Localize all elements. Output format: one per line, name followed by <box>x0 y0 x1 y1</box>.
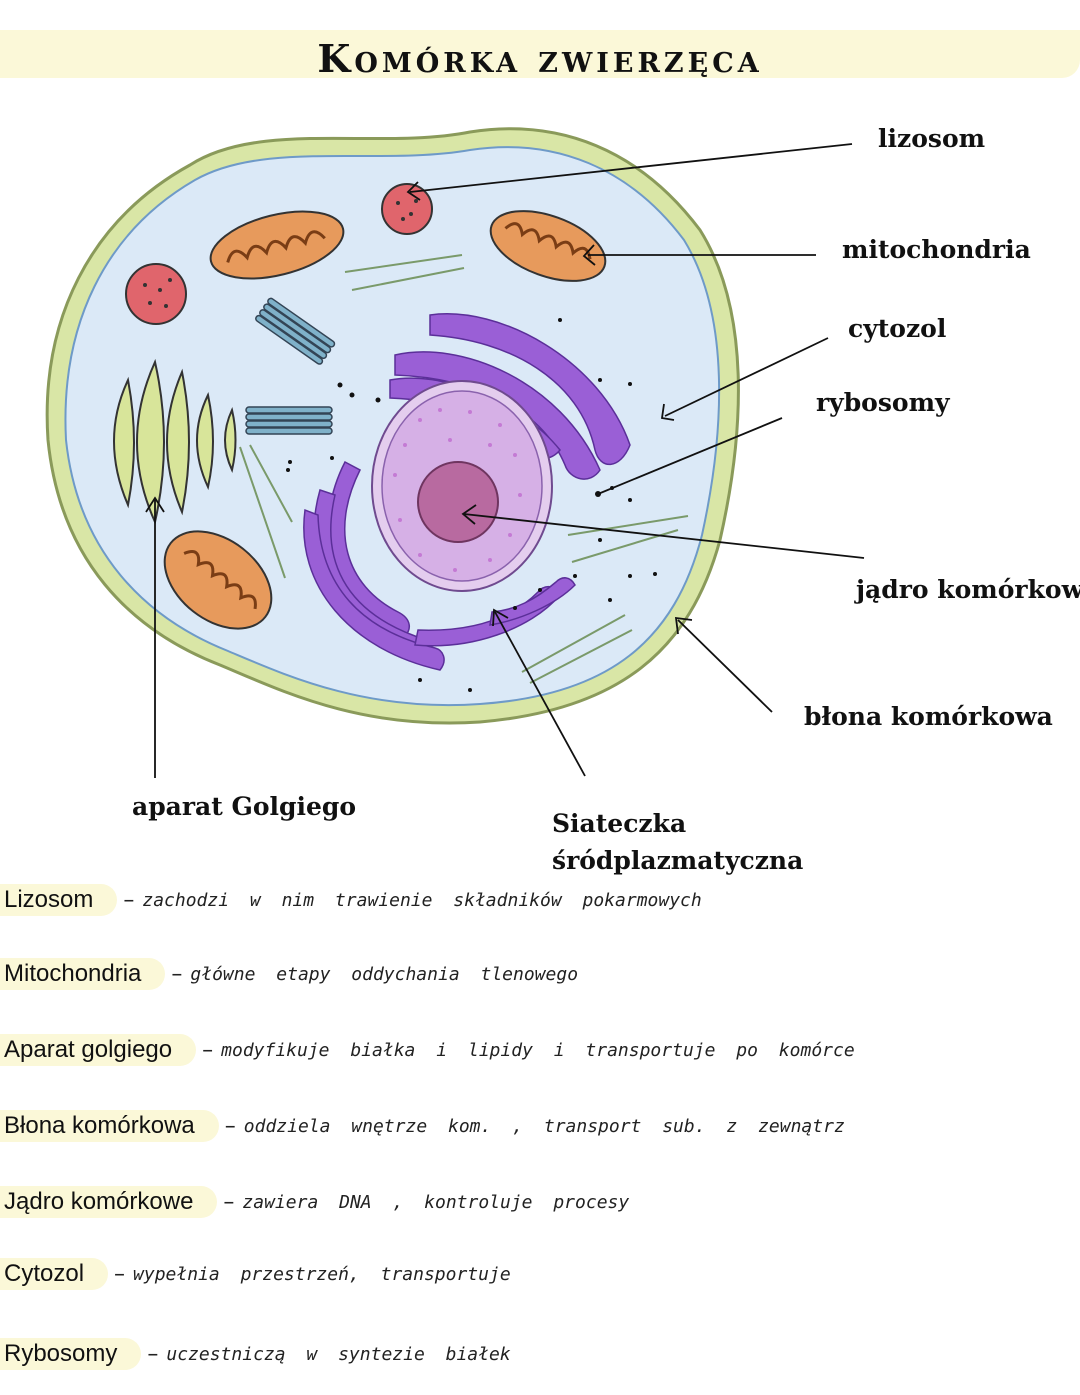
note-term: Aparat golgiego <box>0 1034 197 1066</box>
nucleolus <box>417 461 499 543</box>
cell-diagram <box>45 127 865 778</box>
title-highlight <box>0 30 1080 78</box>
note-row: Jądro komórkowe–zawiera DNA , kontroluje… <box>0 1186 629 1222</box>
label-siateczka-line2: śródplazmatyczna <box>552 846 804 875</box>
note-row: Cytozol–wypełnia przestrzeń, transportuj… <box>0 1258 511 1294</box>
lysosome-left <box>125 263 187 325</box>
mitochondrion-bottom-left <box>163 530 273 630</box>
note-term: Cytozol <box>0 1258 109 1290</box>
centriole-horizontal <box>245 406 333 435</box>
mitochondrion-top-right <box>489 210 607 282</box>
leader-siateczka <box>494 611 586 777</box>
note-desc: zawiera DNA , kontroluje procesy <box>242 1191 630 1213</box>
note-desc: modyfikuje białka i lipidy i transportuj… <box>221 1039 855 1061</box>
leader-jadro <box>463 513 865 559</box>
label-lizosom: lizosom <box>878 124 986 153</box>
label-blona-komorkowa: błona komórkowa <box>804 702 1053 731</box>
note-term: Jądro komórkowe <box>0 1186 218 1218</box>
note-desc: uczestniczą w syntezie białek <box>166 1343 511 1365</box>
label-rybosomy: rybosomy <box>816 388 950 417</box>
nucleus <box>371 380 553 592</box>
label-mitochondria: mitochondria <box>842 235 1031 264</box>
note-desc: główne etapy oddychania tlenowego <box>190 963 579 985</box>
label-jadro-komorkowe: jądro komórkowe <box>856 575 1080 604</box>
note-desc: oddziela wnętrze kom. , transport sub. z… <box>243 1115 845 1137</box>
mitochondrion-top-left <box>209 210 345 280</box>
note-row: Mitochondria–główne etapy oddychania tle… <box>0 958 578 994</box>
note-row: Rybosomy–uczestniczą w syntezie białek <box>0 1338 511 1374</box>
leader-cytozol <box>664 337 829 417</box>
cytoskeleton <box>239 254 689 684</box>
page-title: Komórka zwierzęca <box>317 36 763 81</box>
label-siateczka-line1: Siateczka <box>552 809 687 838</box>
note-row: Aparat golgiego–modyfikuje białka i lipi… <box>0 1034 855 1070</box>
note-term: Mitochondria <box>0 958 166 990</box>
note-term: Błona komórkowa <box>0 1110 219 1142</box>
note-desc: zachodzi w nim trawienie składników poka… <box>142 889 702 911</box>
leader-blona <box>677 619 773 713</box>
centriole-diagonal <box>255 297 336 365</box>
note-row: Lizosom–zachodzi w nim trawienie składni… <box>0 884 702 920</box>
note-row: Błona komórkowa–oddziela wnętrze kom. , … <box>0 1110 845 1146</box>
note-term: Lizosom <box>0 884 118 916</box>
note-term: Rybosomy <box>0 1338 142 1370</box>
label-aparat-golgiego: aparat Golgiego <box>132 792 357 821</box>
lysosome-top <box>381 183 433 235</box>
leader-rybosomy <box>597 417 783 495</box>
leader-lizosom <box>409 143 853 193</box>
note-desc: wypełnia przestrzeń, transportuje <box>133 1263 511 1285</box>
golgi-apparatus <box>113 358 237 526</box>
label-cytozol: cytozol <box>848 314 947 343</box>
